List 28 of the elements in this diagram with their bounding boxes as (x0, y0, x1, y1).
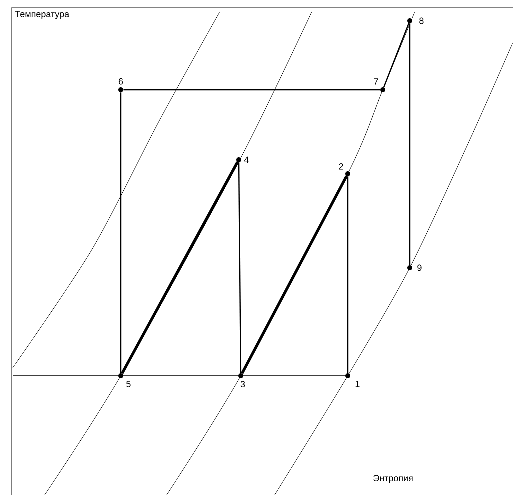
point-number: 4 (244, 156, 249, 164)
state-point (346, 374, 350, 378)
process-line (347, 176, 349, 374)
state-point (118, 88, 124, 92)
state-point (238, 374, 244, 378)
point-number: 8 (420, 18, 424, 24)
process-line (238, 162, 242, 374)
process-line (124, 89, 380, 91)
process-line (120, 92, 122, 374)
point-number: 3 (240, 381, 246, 388)
point-number: 2 (339, 164, 344, 170)
point-number: 5 (126, 381, 131, 388)
point-number: 1 (356, 381, 360, 388)
process-line (409, 24, 411, 266)
state-point (346, 172, 350, 176)
process-line (383, 23, 410, 88)
state-point (236, 158, 242, 162)
point-number: 9 (418, 264, 422, 272)
process-line (241, 176, 348, 374)
axis-title: Энтропия (374, 475, 413, 484)
state-point (118, 374, 124, 378)
point-number: 6 (118, 78, 124, 85)
state-point (408, 18, 412, 24)
state-point (408, 266, 412, 270)
state-point (380, 88, 386, 92)
process-line (121, 162, 239, 374)
axis-title: Температура (15, 11, 70, 20)
point-number: 7 (374, 78, 378, 85)
